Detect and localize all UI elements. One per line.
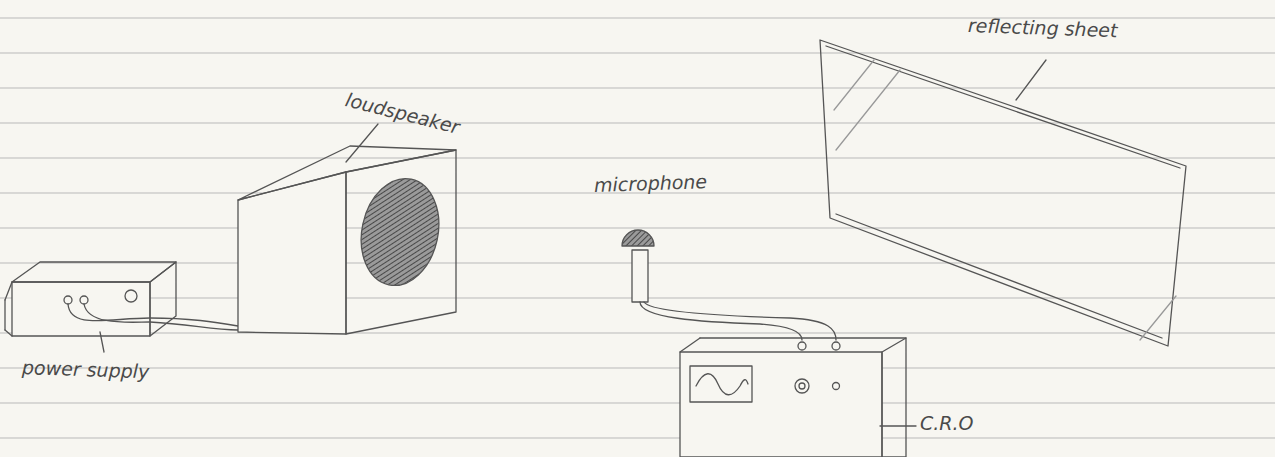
wire — [84, 304, 238, 330]
leader-line — [880, 425, 916, 426]
oscilloscope-symbol — [680, 338, 906, 457]
wire — [644, 302, 836, 340]
part-label: microphone — [594, 170, 708, 196]
power-supply-symbol — [5, 262, 176, 336]
part-label: loudspeaker — [343, 88, 462, 138]
wire — [640, 302, 802, 340]
reflecting-sheet-symbol — [820, 40, 1186, 346]
leader-line — [346, 124, 378, 162]
part-label: C.R.O — [920, 412, 974, 434]
microphone-symbol — [622, 230, 654, 302]
part-label: reflecting sheet — [968, 14, 1118, 41]
leader-line — [1016, 60, 1046, 100]
loudspeaker-symbol — [238, 146, 456, 334]
ruled-lines — [0, 18, 1275, 438]
leader-line — [100, 332, 104, 352]
part-label: power supply — [22, 356, 150, 382]
